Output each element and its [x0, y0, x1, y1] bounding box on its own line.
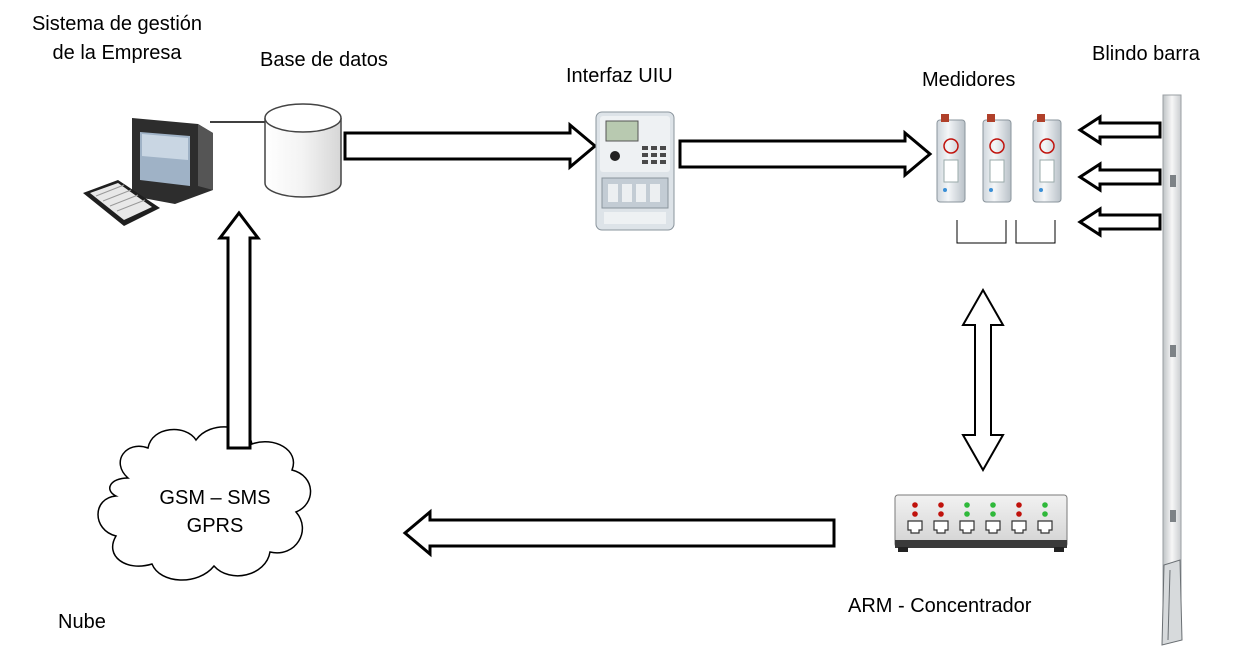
concentrator-label: ARM - Concentrador	[848, 595, 1032, 617]
cloud-text-line2: GPRS	[186, 515, 244, 537]
cloud-icon	[97, 426, 312, 581]
arrow-meters-concentrator	[961, 287, 1005, 473]
system-label-line1: Sistema de gestión	[31, 13, 203, 35]
arrow-cloud-to-system	[216, 210, 262, 450]
arrow-concentrator-to-cloud	[402, 508, 836, 558]
meter-unit-2	[982, 114, 1012, 203]
cloud-caption: Nube	[58, 611, 106, 633]
busbar-label: Blindo barra	[1092, 43, 1200, 65]
computer-icon	[83, 118, 268, 226]
arrow-interface-to-meters	[678, 129, 933, 179]
database-icon	[264, 103, 342, 198]
interface-label: Interfaz UIU	[566, 65, 673, 87]
meters-icon	[936, 114, 1062, 244]
arrows-busbar-to-meters	[1077, 114, 1162, 238]
meter-unit-3	[1032, 114, 1062, 203]
cloud-text-line1: GSM – SMS	[159, 487, 271, 509]
arrow-db-to-interface	[343, 121, 598, 171]
meter-unit-1	[936, 114, 966, 203]
cloud-text: GSM – SMS GPRS	[130, 486, 300, 538]
system-label: Sistema de gestión de la Empresa	[4, 12, 230, 65]
meters-label: Medidores	[922, 69, 1016, 91]
busbar-icon	[1161, 94, 1183, 646]
interface-uiu-icon	[595, 111, 675, 231]
concentrator-icon	[894, 494, 1068, 552]
system-label-line2: de la Empresa	[52, 42, 182, 64]
database-label: Base de datos	[260, 49, 388, 71]
